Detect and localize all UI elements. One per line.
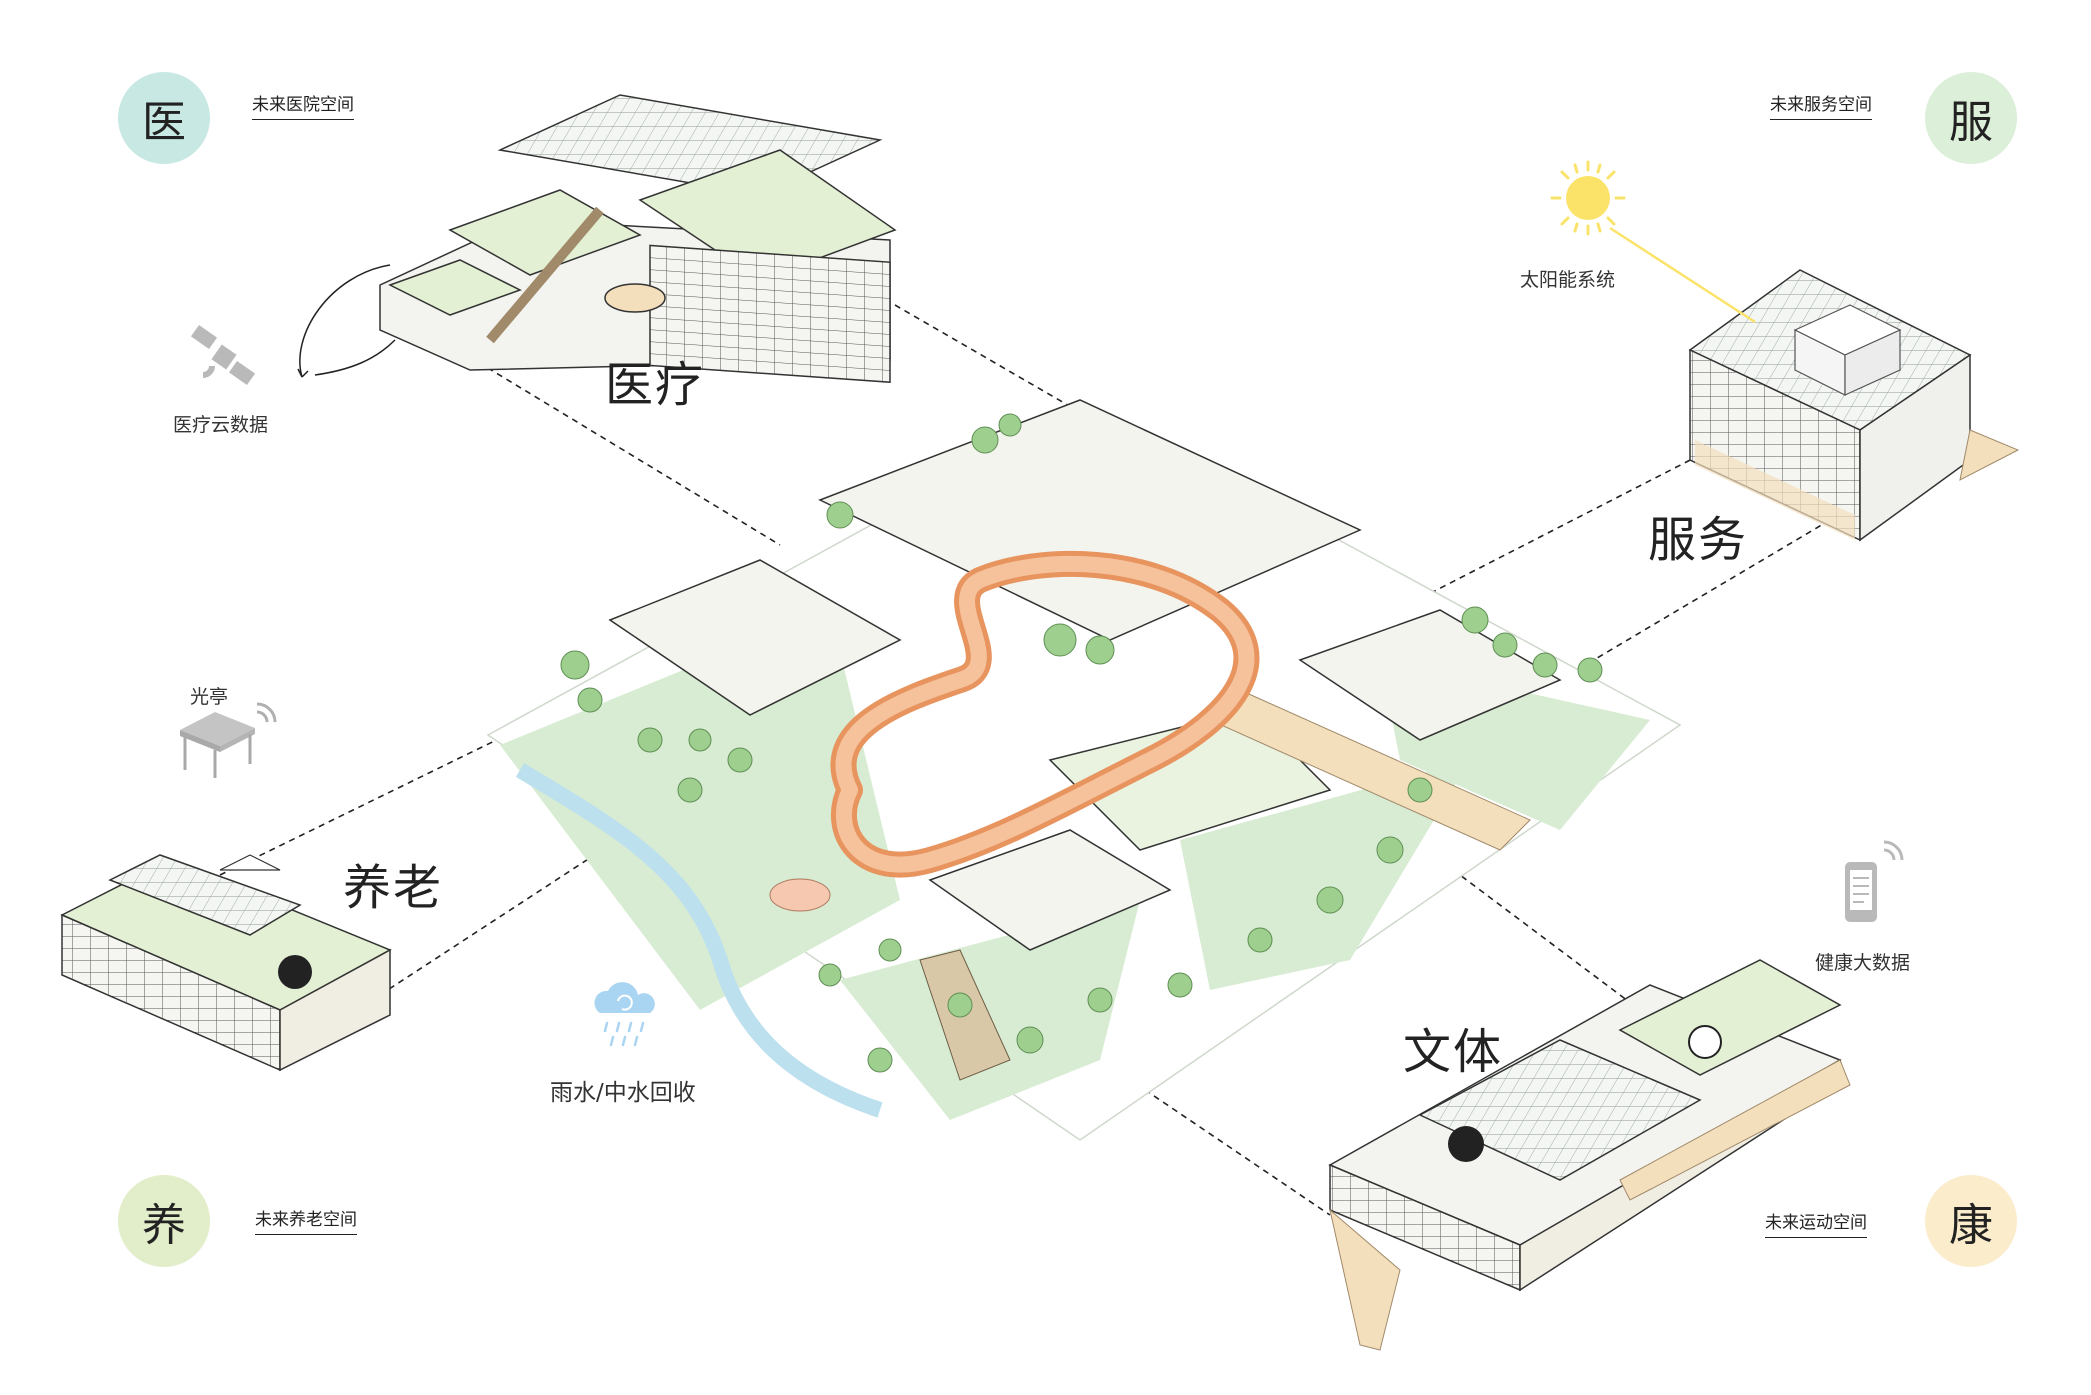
corner-elderly-circle: 养 xyxy=(118,1175,210,1267)
future-hospital-space-label: 未来医院空间 xyxy=(252,90,354,120)
zone-label-medical: 医疗 xyxy=(605,357,706,413)
light-pavilion-caption: 光亭 xyxy=(190,686,229,708)
corner-service-char: 服 xyxy=(1949,97,1993,148)
elderly-building xyxy=(60,854,392,1072)
light-pavilion-icon xyxy=(180,702,277,778)
solar-system-caption: 太阳能系统 xyxy=(1520,269,1616,291)
central-site xyxy=(486,399,1682,1141)
future-elderly-space-label: 未来养老空间 xyxy=(255,1205,357,1235)
corner-health-circle: 康 xyxy=(1925,1175,2017,1267)
zone-label-culture-sports: 文体 xyxy=(1403,1024,1504,1080)
connector-service-b xyxy=(1559,519,1831,681)
medical-cloud-data-caption: 医疗云数据 xyxy=(173,414,269,436)
future-service-space-label: 未来服务空间 xyxy=(1770,90,1872,120)
corner-medical-char: 医 xyxy=(142,97,186,148)
coffee-icon xyxy=(1448,1126,1484,1162)
rainwater-recycling-caption: 雨水/中水回收 xyxy=(550,1080,696,1106)
health-big-data-caption: 健康大数据 xyxy=(1815,952,1911,974)
connector-medical-a xyxy=(894,304,1086,416)
connector-medical-b xyxy=(449,344,781,546)
connector-elderly-b xyxy=(379,759,741,996)
elderly-care-icon xyxy=(278,955,312,989)
zone-label-elderly: 养老 xyxy=(343,860,444,916)
corner-service-circle: 服 xyxy=(1925,72,2017,164)
corner-elderly-char: 养 xyxy=(142,1200,186,1251)
rain-cloud-icon xyxy=(594,982,655,1047)
sun-icon xyxy=(1550,160,1756,324)
corner-health-char: 康 xyxy=(1949,1200,1993,1251)
zone-label-service: 服务 xyxy=(1648,512,1749,568)
medical-building xyxy=(379,94,897,384)
phone-signal-icon xyxy=(1845,840,1904,922)
sports-icon xyxy=(1688,1025,1722,1059)
cloud-data-arrow-icon xyxy=(297,264,396,378)
satellite-icon xyxy=(190,324,256,386)
service-building xyxy=(1688,269,2020,542)
corner-medical-circle: 医 xyxy=(118,72,210,164)
future-sports-space-label: 未来运动空间 xyxy=(1765,1208,1867,1238)
